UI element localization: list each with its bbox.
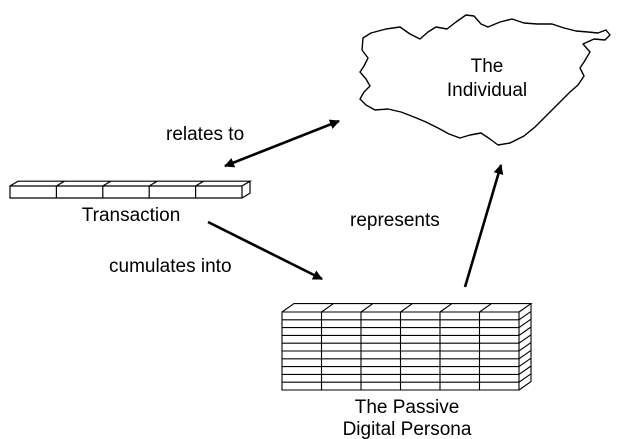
- relates-to-label: relates to: [166, 124, 244, 145]
- persona-record-stack: [281, 303, 533, 391]
- persona-label-line1: The Passive: [355, 397, 460, 418]
- transaction-node: Transaction: [9, 180, 253, 226]
- persona-node: The Passive Digital Persona: [281, 303, 533, 439]
- individual-label-line1: The: [471, 56, 504, 77]
- represents-arrow: [463, 164, 504, 288]
- relates-to-arrow: [224, 119, 340, 168]
- represents-label: represents: [350, 210, 440, 231]
- transaction-label: Transaction: [82, 205, 181, 226]
- cumulates-into-label: cumulates into: [109, 256, 232, 277]
- edge-cumulates-into: cumulates into: [109, 220, 323, 281]
- persona-label-line2: Digital Persona: [343, 419, 472, 439]
- edge-relates-to: relates to: [166, 119, 340, 168]
- transaction-record: [9, 180, 253, 199]
- cumulates-into-arrow: [207, 220, 323, 281]
- individual-label-line2: Individual: [447, 80, 527, 101]
- individual-outline: [359, 14, 611, 146]
- edge-represents: represents: [350, 164, 504, 288]
- individual-node: The Individual: [359, 14, 611, 146]
